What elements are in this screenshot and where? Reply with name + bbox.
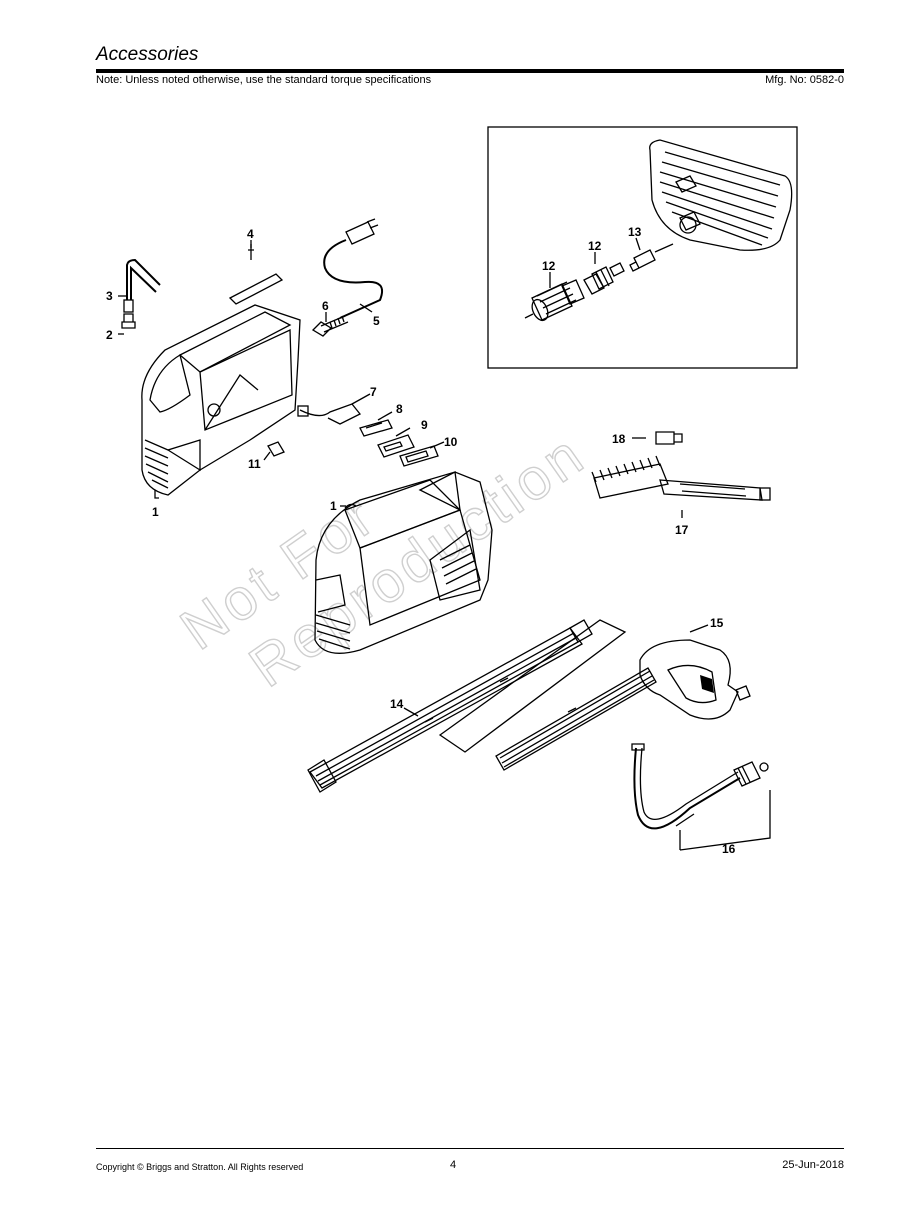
footer-date: 25-Jun-2018 [782,1159,844,1171]
callout-5: 5 [373,314,380,328]
nozzle-tip [632,431,683,445]
callout-16: 16 [722,842,736,856]
brush [591,455,771,501]
main-housing [314,470,493,654]
callout-9: 9 [421,418,428,432]
footer-rule [96,1148,844,1149]
callout-8: 8 [396,402,403,416]
callout-labels: 3 2 4 6 5 7 8 9 10 11 1 1 12 12 13 18 17… [106,225,736,856]
spray-gun-lance [495,639,751,771]
page-number: 4 [450,1159,457,1171]
callout-12-right: 12 [588,239,602,253]
hose-barb-parts [121,244,284,329]
copyright-text: Copyright © Briggs and Stratton. All Rig… [96,1162,304,1172]
callout-6: 6 [322,299,329,313]
callout-13: 13 [628,225,642,239]
callout-1-main: 1 [330,499,337,513]
callout-10: 10 [444,435,458,449]
callout-11: 11 [248,457,261,471]
callout-12-left: 12 [542,259,556,273]
callout-3: 3 [106,289,113,303]
switch-parts [297,403,439,467]
callout-1-left: 1 [152,505,159,519]
callout-15: 15 [710,616,724,630]
mfg-number: Mfg. No: 0582-0 [765,74,844,86]
left-housing [141,304,301,499]
page-title: Accessories [96,44,199,65]
quick-coupler-assembly [524,243,674,322]
inset-machine-body [649,139,793,251]
callout-4: 4 [247,227,254,241]
extension-wand [631,743,771,851]
inset-box [487,126,798,369]
power-cord [311,218,384,337]
callout-18: 18 [612,432,626,446]
high-pressure-hose [307,619,627,793]
callout-2: 2 [106,328,113,342]
callout-7: 7 [370,385,377,399]
callout-14: 14 [390,697,404,711]
callout-17: 17 [675,523,689,537]
callout-leaders [118,240,709,717]
torque-note: Note: Unless noted otherwise, use the st… [96,74,432,86]
header-rule [96,69,844,73]
